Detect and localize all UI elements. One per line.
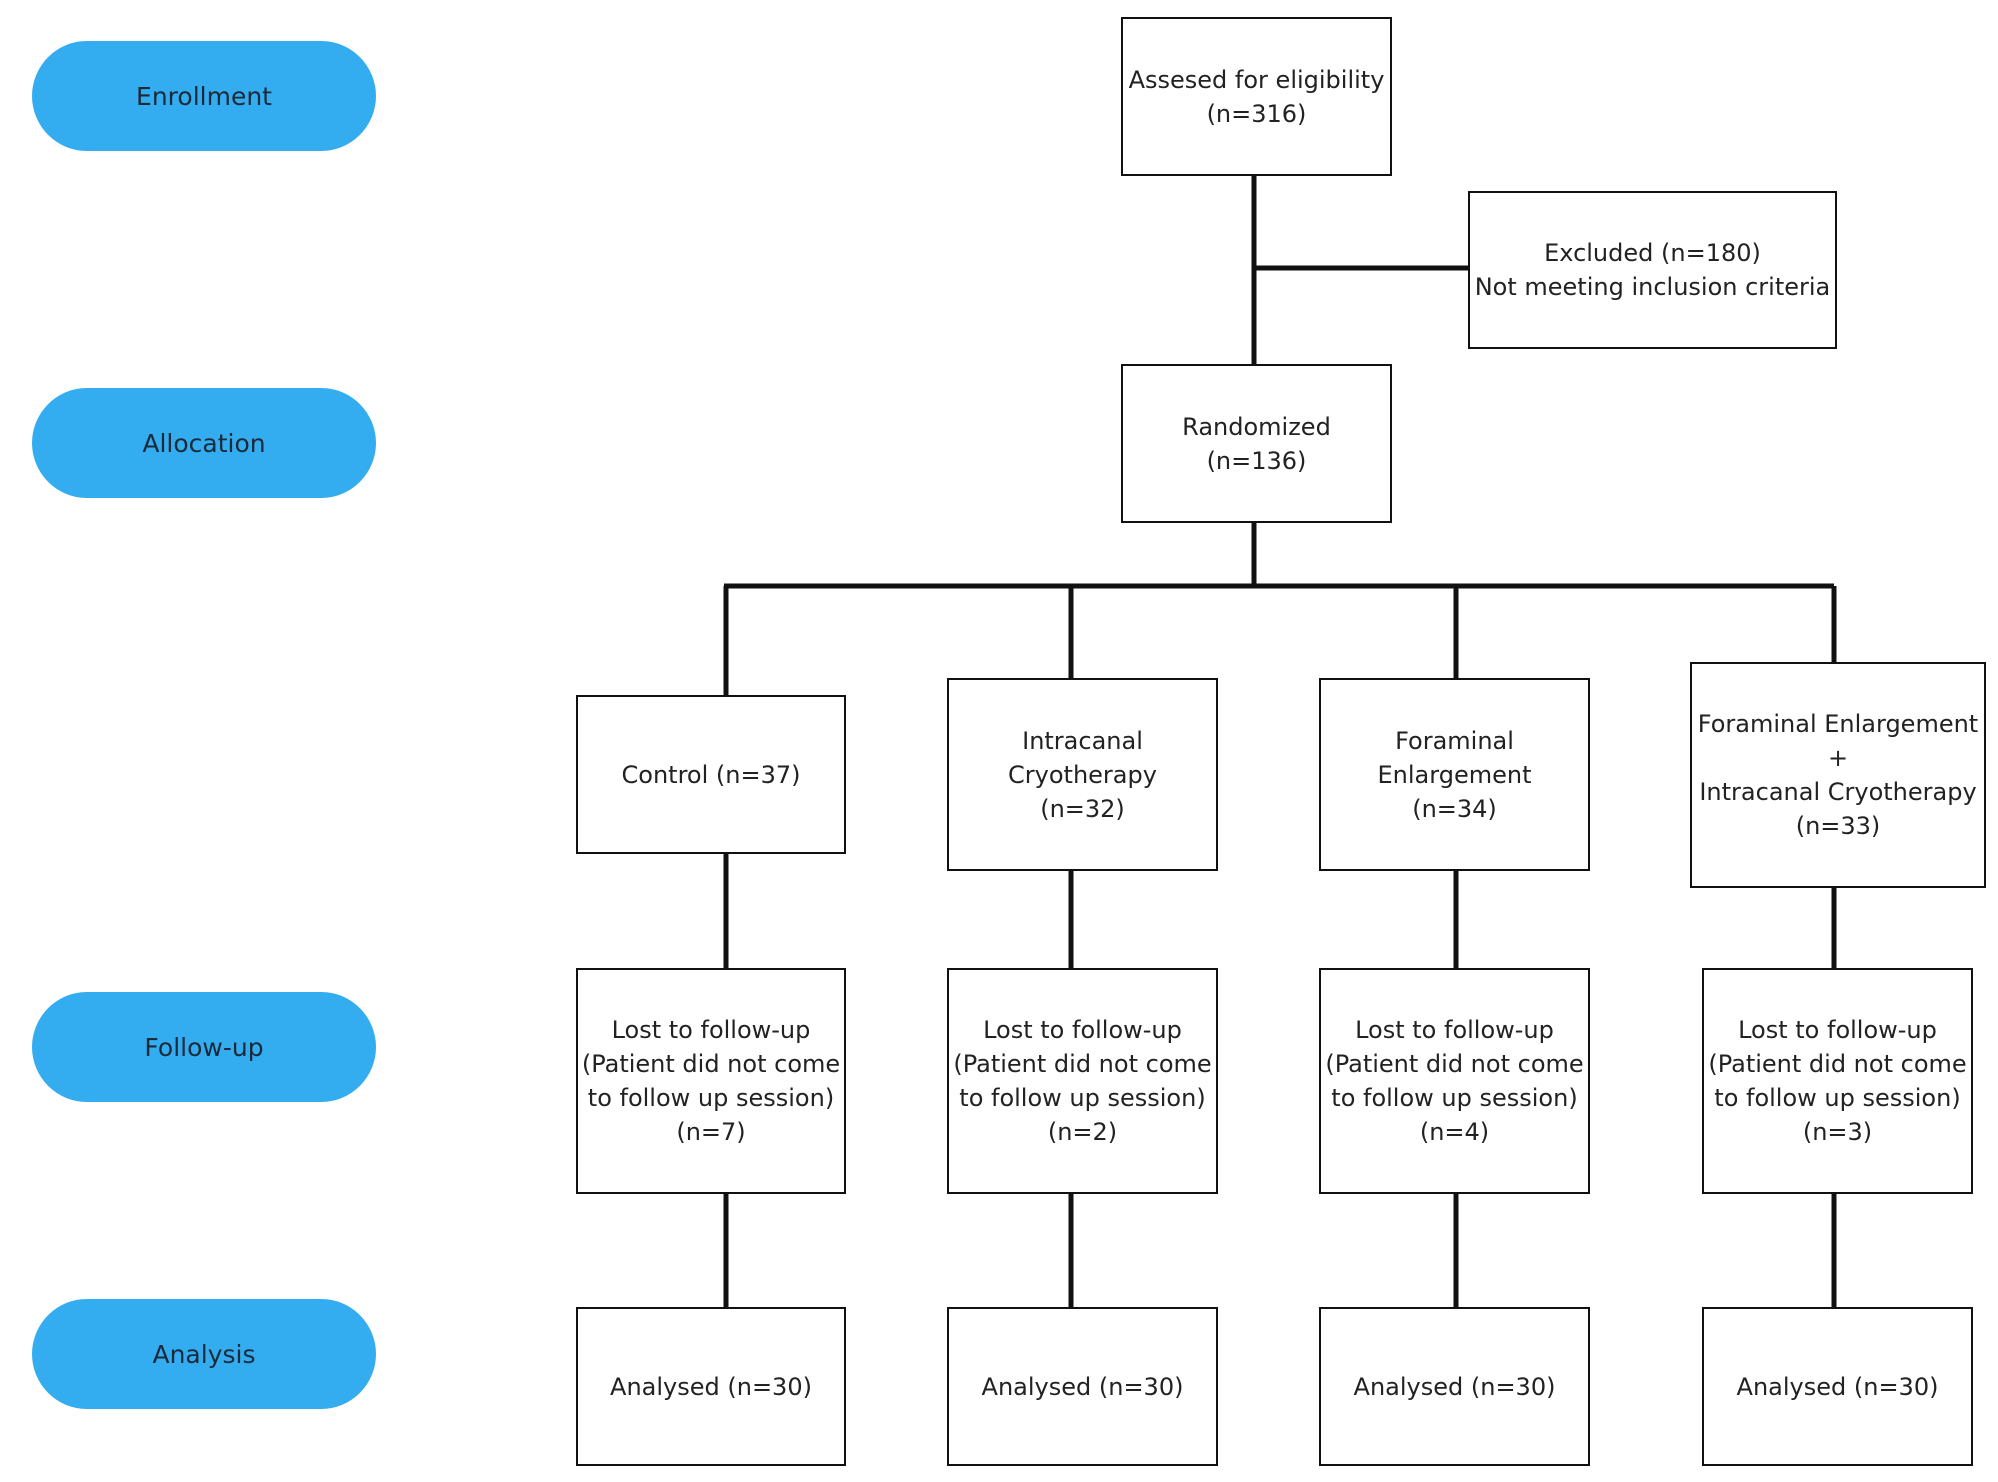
- group-combined-box: Foraminal Enlargement + Intracanal Cryot…: [1690, 662, 1986, 888]
- analysed-cryotherapy-box: Analysed (n=30): [947, 1307, 1218, 1466]
- analysed-control-box: Analysed (n=30): [576, 1307, 846, 1466]
- lost-count: (n=7): [676, 1118, 746, 1146]
- assessed-box: Assesed for eligibility (n=316): [1121, 17, 1392, 176]
- group-combined-count: (n=33): [1795, 812, 1881, 840]
- lost-control-box: Lost to follow-up (Patient did not come …: [576, 968, 846, 1194]
- phase-follow-up-label: Follow-up: [144, 1032, 264, 1062]
- phase-analysis: Analysis: [32, 1299, 376, 1409]
- group-combined-line: +: [1827, 744, 1849, 772]
- group-control-box: Control (n=37): [576, 695, 846, 854]
- lost-reason: (Patient did not come: [1325, 1050, 1584, 1078]
- group-cryotherapy-box: Intracanal Cryotherapy (n=32): [947, 678, 1218, 871]
- analysed-label: Analysed (n=30): [1353, 1372, 1556, 1401]
- group-control-line: Control (n=37): [621, 760, 801, 789]
- group-combined-line: Foraminal Enlargement: [1697, 710, 1979, 738]
- lost-label: Lost to follow-up: [1738, 1016, 1937, 1044]
- group-cryotherapy-count: (n=32): [1040, 794, 1125, 823]
- analysed-label: Analysed (n=30): [981, 1372, 1184, 1401]
- lost-cryotherapy-box: Lost to follow-up (Patient did not come …: [947, 968, 1218, 1194]
- group-foraminal-line: Foraminal: [1395, 726, 1514, 755]
- lost-combined-box: Lost to follow-up (Patient did not come …: [1702, 968, 1973, 1194]
- analysed-foraminal-box: Analysed (n=30): [1319, 1307, 1590, 1466]
- excluded-reason: Not meeting inclusion criteria: [1474, 273, 1831, 301]
- group-cryotherapy-line: Cryotherapy: [1008, 760, 1157, 789]
- lost-count: (n=4): [1419, 1118, 1490, 1146]
- lost-count: (n=3): [1802, 1118, 1873, 1146]
- group-foraminal-line: Enlargement: [1377, 760, 1532, 789]
- analysed-combined-box: Analysed (n=30): [1702, 1307, 1973, 1466]
- excluded-count: Excluded (n=180): [1544, 239, 1761, 267]
- lost-reason: to follow up session): [1331, 1084, 1578, 1112]
- phase-follow-up: Follow-up: [32, 992, 376, 1102]
- lost-label: Lost to follow-up: [983, 1016, 1182, 1044]
- lost-reason: (Patient did not come: [953, 1050, 1212, 1078]
- phase-allocation: Allocation: [32, 388, 376, 498]
- lost-reason: to follow up session): [1714, 1084, 1961, 1112]
- excluded-box: Excluded (n=180) Not meeting inclusion c…: [1468, 191, 1837, 349]
- lost-reason: (Patient did not come: [581, 1050, 841, 1078]
- assessed-count: (n=316): [1206, 99, 1307, 128]
- randomized-box: Randomized (n=136): [1121, 364, 1392, 523]
- lost-label: Lost to follow-up: [611, 1016, 811, 1044]
- analysed-label: Analysed (n=30): [610, 1372, 812, 1401]
- analysed-label: Analysed (n=30): [1736, 1372, 1939, 1401]
- group-combined-line: Intracanal Cryotherapy: [1699, 778, 1977, 806]
- lost-reason: to follow up session): [959, 1084, 1206, 1112]
- assessed-label: Assesed for eligibility: [1128, 65, 1385, 94]
- phase-enrollment-label: Enrollment: [136, 81, 272, 111]
- lost-label: Lost to follow-up: [1355, 1016, 1554, 1044]
- lost-foraminal-box: Lost to follow-up (Patient did not come …: [1319, 968, 1590, 1194]
- lost-count: (n=2): [1047, 1118, 1118, 1146]
- group-foraminal-box: Foraminal Enlargement (n=34): [1319, 678, 1590, 871]
- lost-reason: (Patient did not come: [1708, 1050, 1967, 1078]
- phase-analysis-label: Analysis: [152, 1339, 256, 1369]
- group-foraminal-count: (n=34): [1412, 794, 1497, 823]
- phase-allocation-label: Allocation: [142, 428, 266, 458]
- randomized-count: (n=136): [1206, 446, 1307, 475]
- phase-enrollment: Enrollment: [32, 41, 376, 151]
- randomized-label: Randomized: [1182, 412, 1331, 441]
- group-cryotherapy-line: Intracanal: [1022, 726, 1143, 755]
- lost-reason: to follow up session): [587, 1084, 835, 1112]
